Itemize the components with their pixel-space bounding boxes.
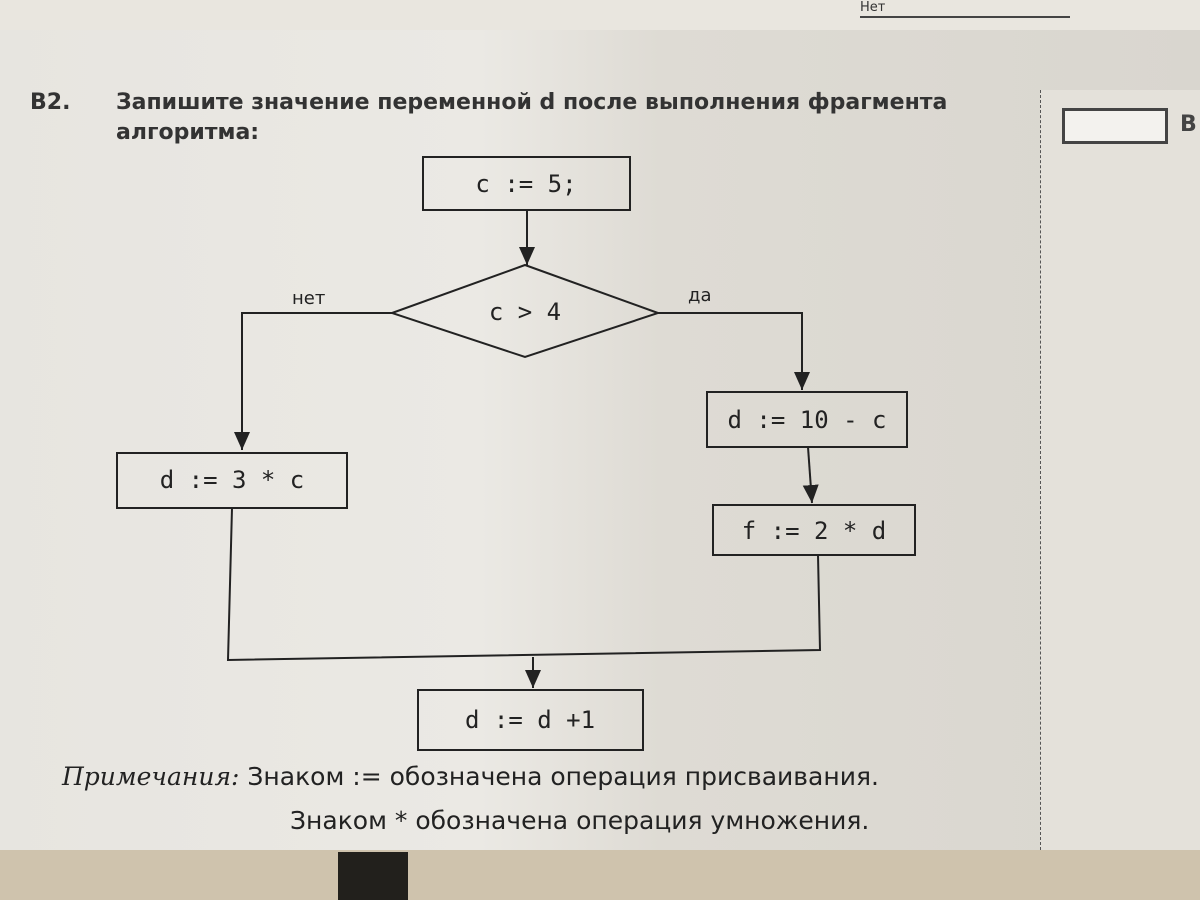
side-letter: В — [1180, 112, 1197, 137]
question-number: B2. — [30, 90, 71, 115]
condition-text: c > 4 — [489, 298, 561, 326]
merge-line — [226, 507, 822, 662]
answer-column — [1040, 90, 1200, 850]
no-branch-text: d := 3 * c — [160, 466, 305, 494]
top-fragment-label: Нет — [860, 0, 886, 15]
table-surface — [0, 850, 1200, 900]
yes-block-1: d := 10 - c — [706, 391, 908, 448]
flow-connectors — [226, 210, 822, 688]
answer-box[interactable] — [1062, 108, 1168, 144]
no-label: нет — [292, 288, 325, 309]
yes-block-2-text: f := 2 * d — [742, 517, 887, 545]
arrow-yes-to-f — [802, 446, 819, 504]
flowchart: c := 5; c > 4 нет да d := 3 * c d := 10 … — [116, 156, 916, 751]
question-text-before: Запишите значение переменной — [116, 90, 540, 115]
yes-block-2: f := 2 * d — [712, 504, 916, 556]
final-block: d := d +1 — [417, 689, 644, 751]
notes-line-2: Знаком * обозначена операция умножения. — [290, 806, 870, 835]
yes-label: да — [688, 285, 711, 306]
notes-line-1: Примечания: Знаком := обозначена операци… — [62, 762, 879, 791]
question-variable: d — [539, 90, 556, 115]
worksheet-page — [0, 30, 1200, 855]
condition-block: c > 4 — [388, 263, 662, 359]
yes-block-1-text: d := 10 - c — [728, 406, 887, 434]
question-text-after: после выполнения фрагмента алгоритма: — [116, 90, 948, 145]
top-fragment-line — [860, 16, 1070, 18]
notes-text-1: Знаком := обозначена операция присваиван… — [247, 762, 879, 791]
question-text: Запишите значение переменной d после вып… — [116, 88, 1016, 148]
no-branch-block: d := 3 * c — [116, 452, 348, 509]
start-block-text: c := 5; — [475, 170, 576, 198]
final-block-text: d := d +1 — [465, 706, 595, 734]
start-block: c := 5; — [422, 156, 631, 211]
arrow-no-branch — [234, 312, 392, 450]
notes-title: Примечания: — [62, 762, 240, 791]
shadow-gap — [338, 852, 408, 900]
arrow-yes-branch — [658, 312, 810, 390]
